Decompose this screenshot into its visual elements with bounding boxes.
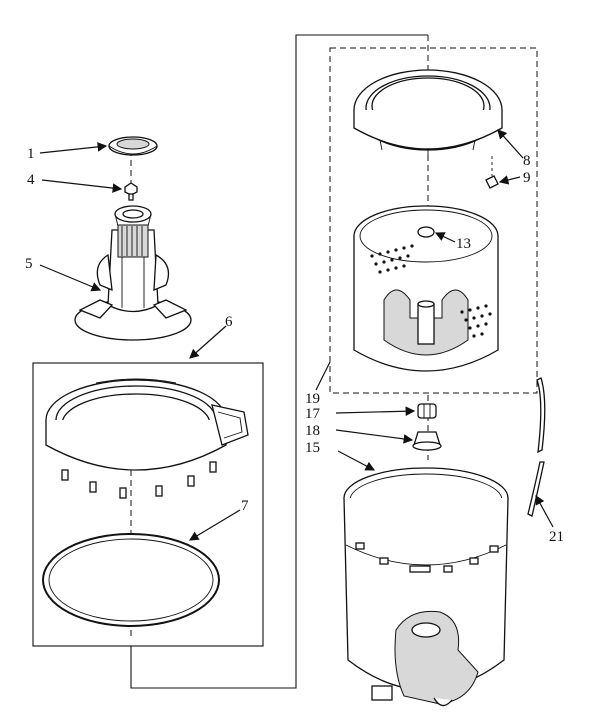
basket-perforations-left <box>370 244 414 274</box>
leader-5 <box>39 264 102 292</box>
leader-1 <box>39 142 108 154</box>
leader-9 <box>498 175 521 185</box>
leader-4 <box>41 179 123 193</box>
leader-8 <box>497 129 524 159</box>
part-bolt <box>124 182 138 201</box>
callout-18: 18 <box>305 423 320 439</box>
part-balance-ring <box>353 69 503 158</box>
leader-18 <box>335 429 414 444</box>
callout-5: 5 <box>25 256 33 272</box>
callout-17: 17 <box>305 406 321 422</box>
part-outer-tub <box>343 467 509 707</box>
callout-21: 21 <box>549 529 564 545</box>
callout-6: 6 <box>225 314 233 330</box>
leader-17 <box>335 406 416 417</box>
callout-13: 13 <box>456 236 471 252</box>
part-agitator-cap <box>108 136 158 156</box>
box-group-6-7 <box>32 362 264 647</box>
part-gasket <box>42 533 220 627</box>
part-tub-strip <box>527 377 546 517</box>
leader-15 <box>337 450 376 471</box>
part-agitator <box>74 205 192 341</box>
leader-7 <box>188 509 241 541</box>
part-tub-ring <box>45 378 249 499</box>
part-seal <box>412 431 442 451</box>
leader-6 <box>189 325 227 359</box>
leader-21 <box>535 494 554 528</box>
box-group-basket <box>329 47 538 394</box>
callout-1: 1 <box>27 146 35 162</box>
leader-13 <box>434 232 456 243</box>
leader-19 <box>315 361 331 391</box>
callout-4: 4 <box>27 172 35 188</box>
callout-7: 7 <box>241 498 249 514</box>
callout-19: 19 <box>305 391 320 407</box>
callout-8: 8 <box>523 153 531 169</box>
part-drive-nut <box>417 403 437 419</box>
part-clip <box>485 156 499 189</box>
callout-15: 15 <box>305 440 320 456</box>
connector-frame <box>130 34 428 689</box>
part-spin-basket <box>353 205 499 372</box>
callout-9: 9 <box>523 170 531 186</box>
basket-perforations-right <box>460 304 492 338</box>
